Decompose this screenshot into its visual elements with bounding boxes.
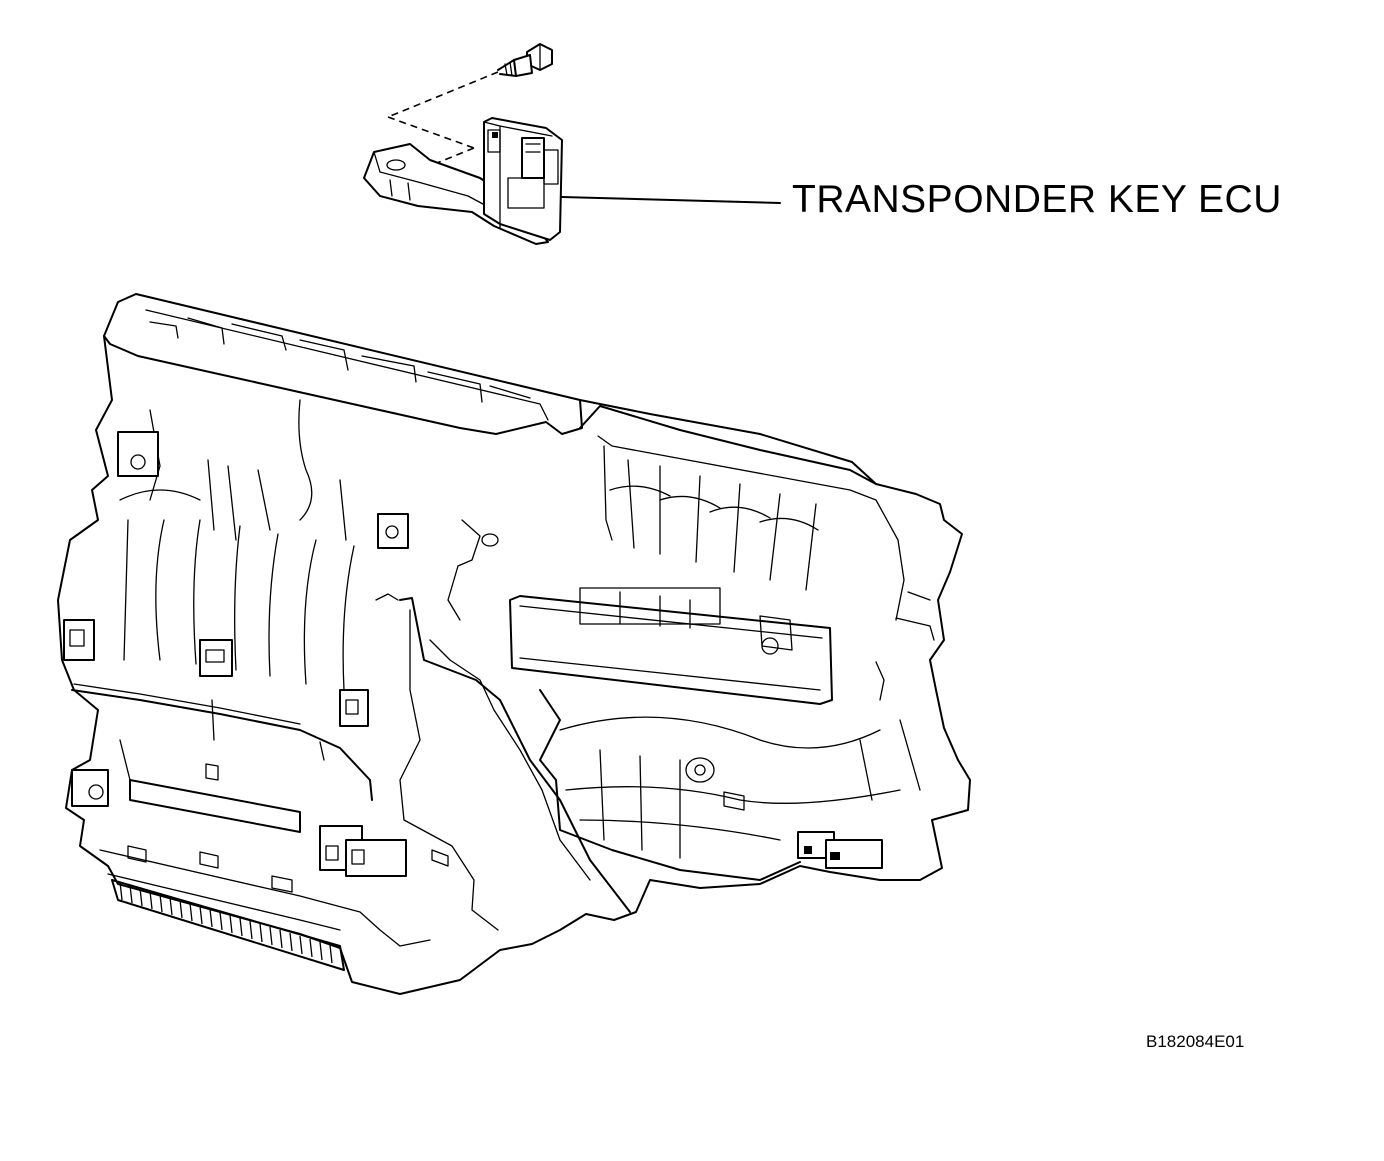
transponder-key-ecu-label: TRANSPONDER KEY ECU (792, 178, 1282, 221)
hvac-unit (57, 293, 971, 995)
callout-leader-line (561, 196, 781, 204)
mounting-bolt (497, 43, 553, 77)
transponder-key-ecu (483, 117, 563, 241)
figure-id: B182084E01 (1146, 1032, 1245, 1051)
serrated-band (119, 881, 333, 964)
